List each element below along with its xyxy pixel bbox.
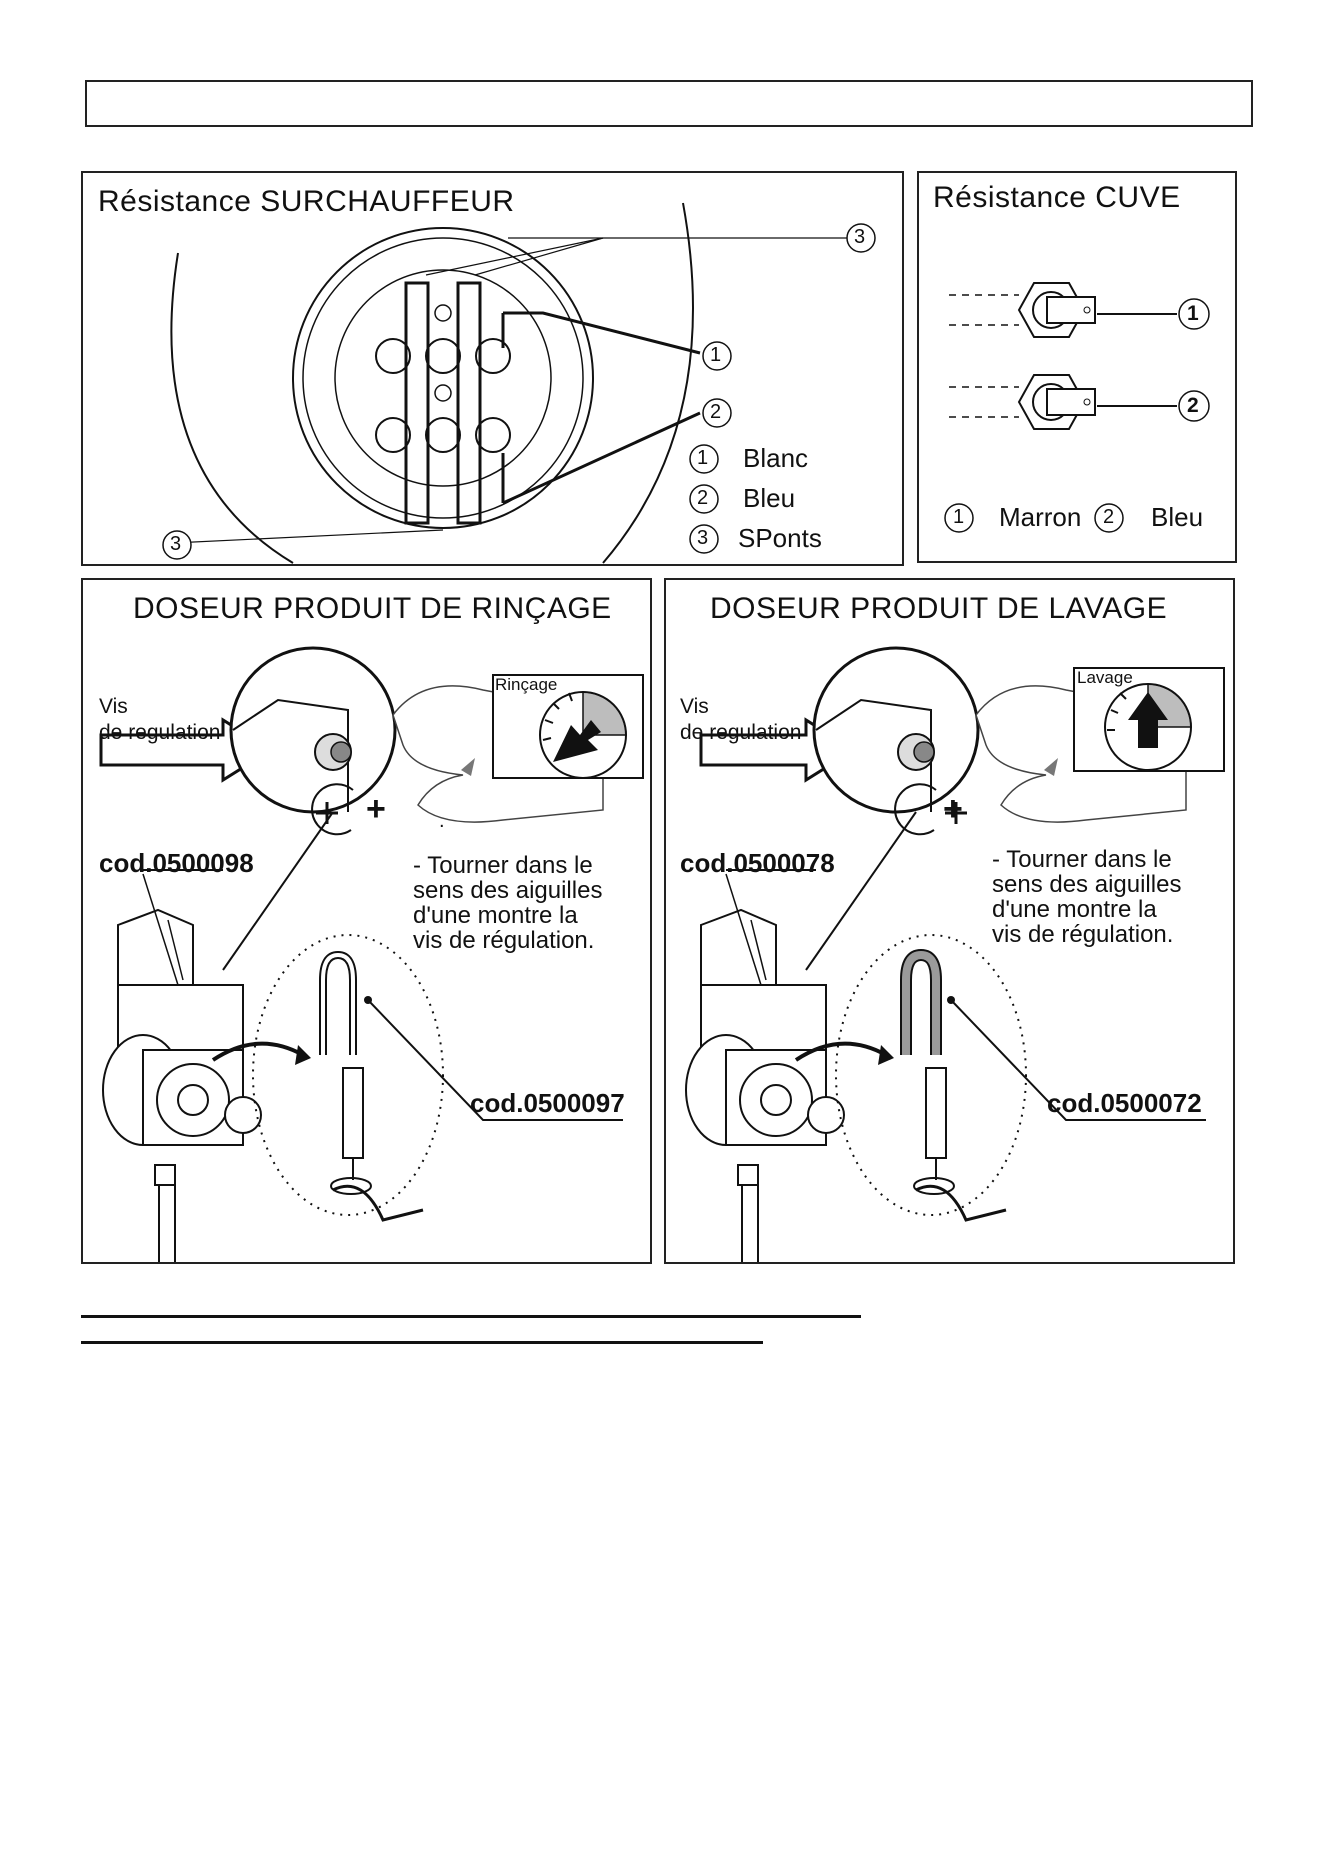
lavage-dial-label: Lavage (1077, 668, 1133, 687)
cuve-legend-num-1: 1 (953, 506, 965, 528)
cuve-legend-label-1: Marron (999, 502, 1082, 532)
surchauffeur-title: Résistance SURCHAUFFEUR (98, 185, 515, 218)
tank-heater-diagram (944, 282, 1210, 533)
rincage-code-tube: cod.0500097 (470, 1088, 625, 1118)
cuve-callout-2: 2 (1187, 394, 1199, 417)
surchauffeur-legend-num-1: 1 (697, 447, 709, 469)
rinse-doser-diagram (99, 646, 644, 1262)
wash-doser-diagram (685, 646, 1225, 1262)
surchauffeur-legend-label-2: Bleu (743, 483, 796, 513)
rincage-dot: . (439, 810, 445, 832)
rincage-code-pump: cod.0500098 (99, 848, 254, 878)
lavage-title: DOSEUR PRODUIT DE LAVAGE (710, 592, 1168, 625)
rincage-instruction-4: vis de régulation. (413, 927, 595, 954)
rincage-title: DOSEUR PRODUIT DE RINÇAGE (133, 592, 612, 625)
lavage-instruction-4: vis de régulation. (992, 921, 1174, 948)
lavage-screw-label-1: Vis (680, 695, 709, 718)
surchauffeur-legend-num-2: 2 (697, 487, 709, 509)
cuve-callout-1: 1 (1187, 302, 1199, 325)
lavage-code-tube: cod.0500072 (1047, 1088, 1202, 1118)
rincage-plus: + (366, 790, 386, 828)
surchauffeur-callout-2: 2 (710, 401, 722, 423)
lavage-instruction-1: - Tourner dans le (992, 846, 1172, 873)
panel-cuve: Résistance CUVE 1 2 1 Marron 2 Bl (917, 171, 1237, 563)
underline-rule-2 (81, 1341, 763, 1344)
rincage-instruction-3: d'une montre la (413, 902, 578, 929)
panel-lavage: DOSEUR PRODUIT DE LAVAGE (664, 578, 1235, 1264)
rincage-instruction-2: sens des aiguilles (413, 877, 603, 904)
lavage-instruction-3: d'une montre la (992, 896, 1157, 923)
rincage-screw-label-2: de regulation (99, 721, 221, 744)
rincage-dial-label: Rinçage (495, 675, 558, 694)
underline-rule-1 (81, 1315, 861, 1318)
surchauffeur-legend-label-1: Blanc (743, 443, 809, 473)
panel-surchauffeur: Résistance SURCHAUFFEUR (81, 171, 904, 566)
lavage-code-pump: cod.0500078 (680, 848, 835, 878)
surchauffeur-callout-3-top: 3 (854, 226, 866, 248)
lavage-plus: + (943, 790, 963, 828)
panel-rincage: DOSEUR PRODUIT DE RINÇAGE (81, 578, 652, 1264)
cuve-legend-label-2: Bleu (1151, 502, 1204, 532)
rincage-screw-label-1: Vis (99, 695, 128, 718)
rincage-instruction-1: - Tourner dans le (413, 852, 593, 879)
surchauffeur-legend-label-3: SPonts (738, 523, 822, 553)
lavage-instruction-2: sens des aiguilles (992, 871, 1182, 898)
lavage-screw-label-2: de regulation (680, 721, 802, 744)
surchauffeur-legend-num-3: 3 (697, 527, 709, 549)
surchauffeur-callout-1: 1 (710, 344, 722, 366)
surchauffeur-callout-3-bottom: 3 (170, 533, 182, 555)
header-box (85, 80, 1253, 127)
heater-diagram (162, 202, 876, 564)
cuve-legend-num-2: 2 (1103, 506, 1115, 528)
cuve-title: Résistance CUVE (933, 181, 1181, 214)
